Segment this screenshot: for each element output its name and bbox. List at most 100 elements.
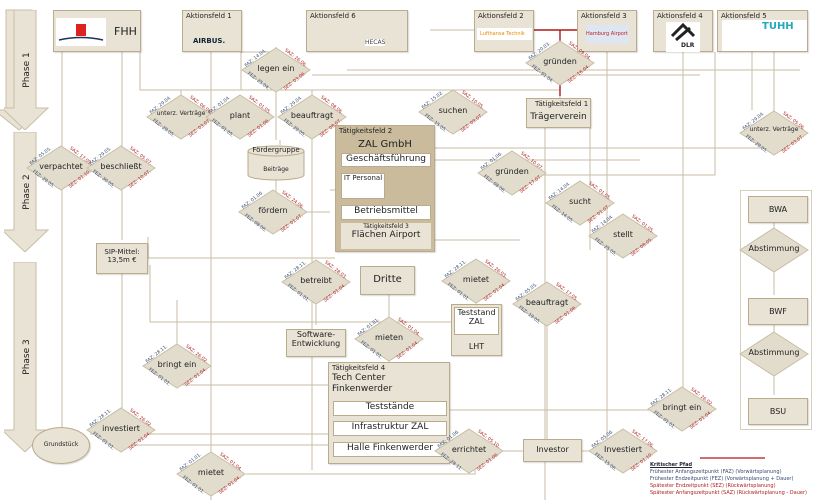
activity-label: gründen	[543, 57, 577, 66]
diamond-shape	[588, 428, 658, 474]
activity-diamond: Abstimmung	[739, 227, 809, 273]
diamond-shape	[525, 40, 595, 86]
phase-arrow-icon	[4, 10, 50, 130]
grundstueck-ellipse: Grundstück	[32, 427, 90, 464]
hecas-logo: HECAS	[365, 39, 386, 46]
sip-mittel-box: SIP-Mittel: 13,5m €	[96, 243, 148, 274]
activity-label: mieten	[374, 333, 404, 342]
bsu-box: BSU	[748, 398, 808, 425]
activity-label: investiert	[102, 424, 140, 433]
activity-label: sucht	[569, 197, 591, 206]
diamond-shape	[205, 94, 275, 140]
diamond-shape	[739, 331, 809, 377]
activity-diamond: Abstimmung	[739, 331, 809, 377]
activity-label: Investiert	[604, 445, 642, 454]
diamond-shape	[176, 451, 246, 497]
activity-label: stellt	[613, 230, 633, 239]
activity-label: plant	[229, 111, 251, 120]
activity-label: verpachtet	[39, 162, 83, 171]
actor-aktionsfeld-2: Aktionsfeld 2 Lufthansa Technik	[474, 10, 534, 52]
activity-label: beschließt	[100, 162, 142, 171]
activity-label: betreibt	[300, 276, 332, 285]
tech-center-box: Tätigkeitsfeld 4 Tech Center Finkenwerde…	[328, 362, 450, 464]
diamond-shape	[26, 145, 96, 191]
tuhh-logo: TUHH	[722, 20, 807, 51]
phase-2: Phase 2	[4, 132, 50, 252]
halle-finkenwerder: Halle Finkenwerder	[333, 442, 447, 457]
diamond-shape	[441, 258, 511, 304]
actor-aktionsfeld-4: Aktionsfeld 4 DLR	[653, 10, 713, 52]
teststand-box: Teststand ZAL LHT	[451, 304, 502, 356]
zal-gmbh-box: Tätigkeitsfeld 2 ZAL GmbH Geschäftsführu…	[335, 125, 435, 252]
actor-aktionsfeld-1: Aktionsfeld 1 AIRBUS.	[182, 10, 242, 52]
teststaende: Teststände	[333, 401, 447, 416]
diamond-shape	[241, 47, 311, 93]
legend: Kritischer Pfad Frühester Anfangszeitpun…	[650, 462, 807, 496]
activity-label: gründen	[495, 167, 529, 176]
hamburg-airport-logo: Hamburg Airport	[586, 25, 629, 43]
infrastruktur-zal: Infrastruktur ZAL	[333, 421, 447, 436]
it-personal: IT Personal	[341, 173, 385, 199]
diamond-shape	[142, 343, 212, 389]
bwf-box: BWF	[748, 298, 808, 325]
diamond-shape	[739, 110, 809, 156]
activity-label: mietet	[197, 468, 225, 477]
activity-label: bringt ein	[662, 403, 702, 412]
investor-box: Investor	[523, 439, 582, 462]
diamond-shape	[146, 94, 216, 140]
diamond-shape	[512, 281, 582, 327]
diamond-shape	[647, 386, 717, 432]
activity-label: fördern	[258, 206, 288, 215]
lufthansa-technik-logo: Lufthansa Technik	[477, 28, 532, 40]
diamond-shape	[739, 227, 809, 273]
activity-label: Abstimmung	[748, 244, 800, 253]
actor-aktionsfeld-6: Aktionsfeld 6 HECAS	[306, 10, 408, 52]
dritte-box: Dritte	[360, 266, 415, 295]
phase-arrow-icon	[4, 132, 50, 252]
phase-1: Phase 1	[4, 10, 50, 130]
diamond-shape	[238, 189, 308, 235]
diamond-shape	[86, 407, 156, 453]
activity-label: errichtet	[451, 445, 487, 454]
actor-fhh: FHH	[53, 10, 141, 52]
diamond-shape	[418, 89, 488, 135]
phase-3: Phase 3	[4, 262, 50, 452]
activity-label: beauftragt	[525, 298, 569, 307]
activity-label: suchen	[438, 106, 468, 115]
geschaeftsfuehrung: Geschäftsführung	[341, 153, 431, 167]
activity-label: legen ein	[257, 64, 295, 73]
betriebsmittel: Betriebsmittel	[341, 205, 431, 220]
airbus-logo: AIRBUS.	[193, 37, 226, 45]
diamond-shape	[434, 428, 504, 474]
authority-panel: BWA BWF BSU	[740, 190, 812, 430]
activity-label: beauftragt	[290, 111, 334, 120]
flaechen-airport: Tätigkeitsfeld 3 Flächen Airport	[341, 223, 431, 249]
actor-aktionsfeld-5: Aktionsfeld 5 TUHH	[717, 10, 808, 52]
foerdergruppe-cylinder: Fördergruppe Beiträge	[247, 145, 305, 181]
bwa-box: BWA	[748, 196, 808, 223]
actor-aktionsfeld-3: Aktionsfeld 3 Hamburg Airport	[577, 10, 637, 52]
diamond-shape	[545, 180, 615, 226]
diamond-shape	[277, 94, 347, 140]
